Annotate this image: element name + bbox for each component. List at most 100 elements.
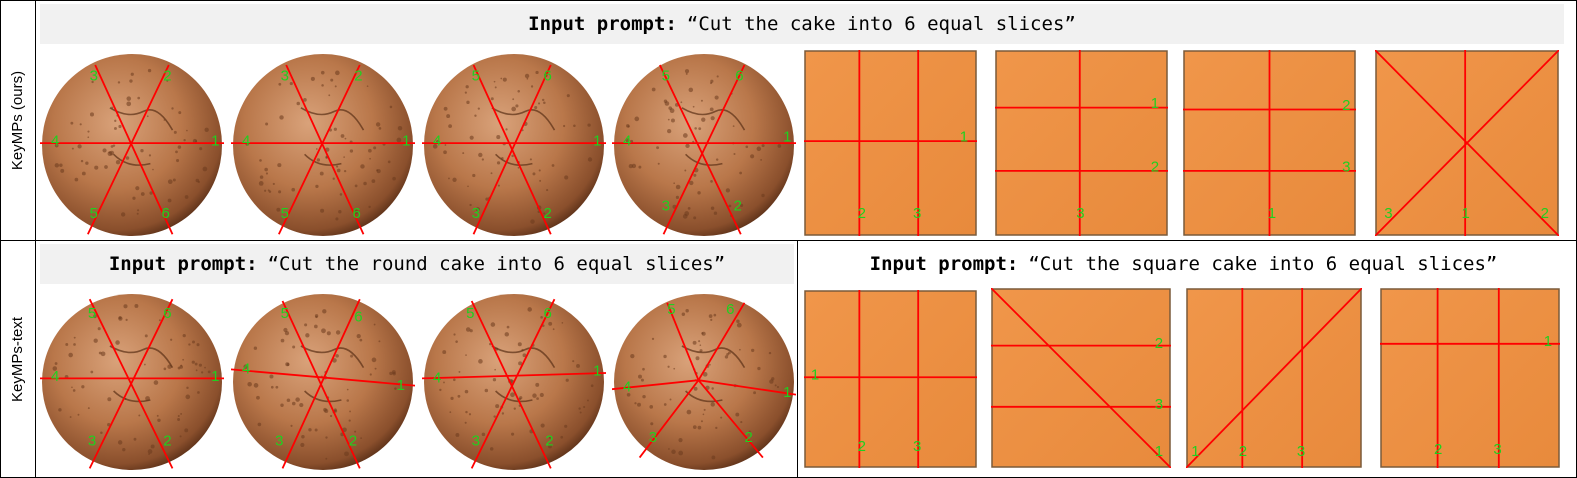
cut-order-label: 5 [667,301,675,318]
prompt-bar-round: Input prompt: “Cut the round cake into 6… [40,244,794,284]
crumb-texture [725,188,731,193]
crumb-texture [126,101,132,107]
crumb-texture [702,371,708,377]
crumb-texture [125,156,130,160]
crumb-texture [336,165,339,168]
crumb-texture [587,399,589,402]
cut-order-label: 5 [472,67,480,84]
crumb-texture [356,333,361,339]
crumb-texture [115,159,121,165]
crumb-texture [756,146,762,152]
crumb-texture [68,352,73,358]
crumb-texture [455,340,458,343]
crumb-texture [668,448,670,450]
cut-order-label: 6 [352,205,360,222]
crumb-texture [472,173,476,178]
crumb-texture [532,393,537,398]
crumb-texture [565,378,569,382]
crumb-texture [338,210,342,214]
crumb-texture [321,84,324,87]
crumb-texture [474,114,477,117]
crumb-texture [671,449,676,455]
cut-order-label: 5 [662,67,670,84]
crumb-texture [548,321,553,326]
crumb-texture [777,144,782,148]
crumb-texture [118,124,122,129]
cut-order-label: 4 [242,132,250,149]
crumb-texture [694,127,697,130]
crumb-texture [464,421,467,424]
crumb-texture [490,172,493,175]
crumb-texture [490,97,494,101]
prompt-text-round: “Cut the round cake into 6 equal slices” [267,253,726,275]
crumb-texture [320,208,325,213]
cut-order-label: 1 [1155,443,1163,460]
cut-order-label: 1 [1268,205,1276,222]
crumb-texture [107,397,112,402]
crumb-texture [375,122,381,127]
crumb-texture [442,350,447,355]
cut-order-label: 3 [1384,205,1392,222]
crumb-texture [634,402,637,405]
crumb-texture [308,428,312,432]
crumb-texture [120,212,126,217]
crumb-texture [146,115,149,118]
crumb-texture [278,82,282,86]
cake-crack [491,107,556,166]
bottom-section-divider [797,240,798,478]
crumb-texture [198,363,202,367]
crumb-texture [360,164,365,169]
crumb-texture [650,422,654,426]
cut-order-label: 6 [735,67,743,84]
prompt-prefix: Input prompt: [108,253,258,275]
crumb-texture [339,193,343,196]
crumb-texture [534,105,538,110]
crumb-texture [391,370,396,374]
crumb-texture [546,189,549,192]
cut-order-label: 3 [1297,443,1305,460]
crumb-texture [578,407,581,410]
crumb-texture [114,127,117,130]
crumb-texture [80,159,84,163]
crumb-texture [733,153,736,156]
crumb-texture [455,433,460,437]
crumb-texture [527,307,532,312]
crumb-texture [757,366,761,371]
crumb-texture [291,401,296,406]
crumb-texture [137,209,140,212]
crumb-texture [177,414,180,417]
crumb-texture [497,184,500,187]
crumb-texture [515,104,519,108]
cut-order-label: 2 [543,205,551,222]
crumb-texture [178,111,182,115]
crumb-texture [751,348,755,353]
crumb-texture [163,367,167,371]
crumb-texture [680,101,683,104]
crumb-texture [692,425,697,429]
crumb-texture [539,179,542,182]
crumb-texture [343,156,345,158]
crumb-texture [513,407,516,410]
cut-line [698,379,796,396]
cut-order-label: 3 [90,67,98,84]
cut-line [666,302,700,381]
cut-order-label: 1 [1151,95,1159,112]
crumb-texture [468,413,472,416]
crumb-texture [450,396,454,400]
crumb-texture [477,107,480,110]
cut-line [88,298,174,469]
row-divider [0,240,1577,241]
crumb-texture [316,158,321,162]
crumb-texture [465,410,468,414]
crumb-texture [89,112,94,117]
crumb-texture [152,168,154,171]
crumb-texture [667,118,670,121]
cut-line [1186,288,1362,468]
crumb-texture [536,397,539,400]
crumb-texture [750,154,755,159]
crumb-texture [148,154,152,157]
